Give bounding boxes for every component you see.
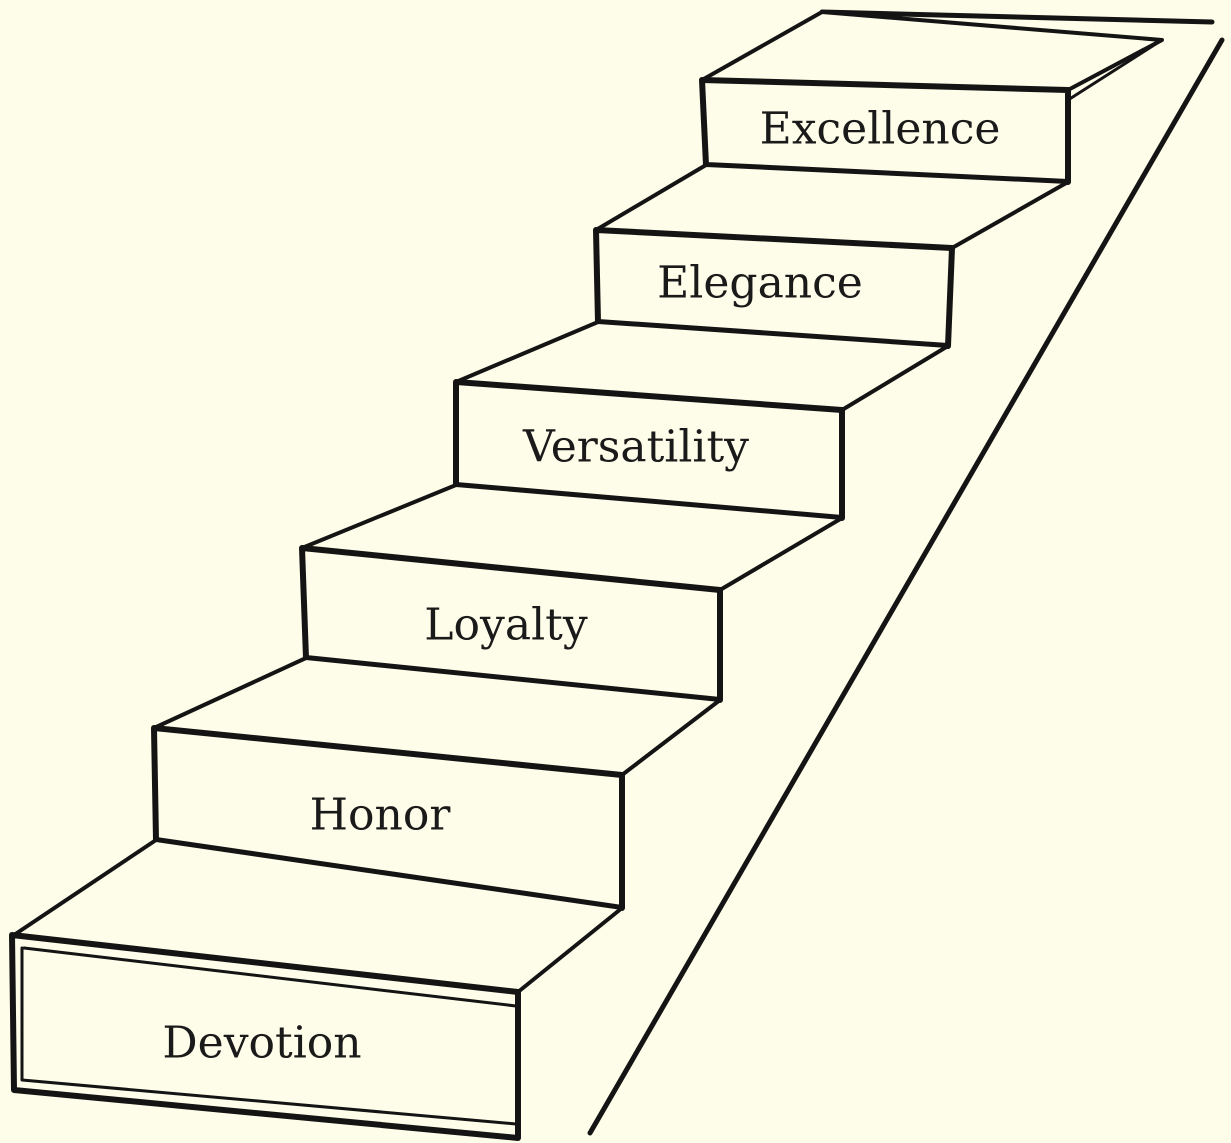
- step-loyalty: Loyalty: [299, 483, 844, 703]
- step-versatility: Versatility: [453, 320, 950, 521]
- step-devotion-riser: [9, 932, 521, 1141]
- step-honor: Honor: [151, 656, 722, 911]
- step-elegance-label: Elegance: [657, 258, 863, 309]
- step-excellence-tread: [700, 10, 1164, 92]
- step-devotion-label: Devotion: [162, 1018, 361, 1069]
- step-elegance: Elegance: [593, 163, 1070, 349]
- step-devotion: Devotion: [9, 838, 624, 1141]
- step-loyalty-label: Loyalty: [424, 600, 588, 651]
- step-devotion-inner-edge: [20, 946, 518, 1126]
- step-honor-label: Honor: [310, 790, 452, 841]
- step-versatility-label: Versatility: [522, 422, 749, 473]
- step-excellence: Excellence: [699, 10, 1164, 185]
- step-excellence-label: Excellence: [760, 104, 1001, 155]
- stringer-outer-edge: [587, 37, 1225, 1136]
- stringer-top-edge: [819, 9, 1215, 25]
